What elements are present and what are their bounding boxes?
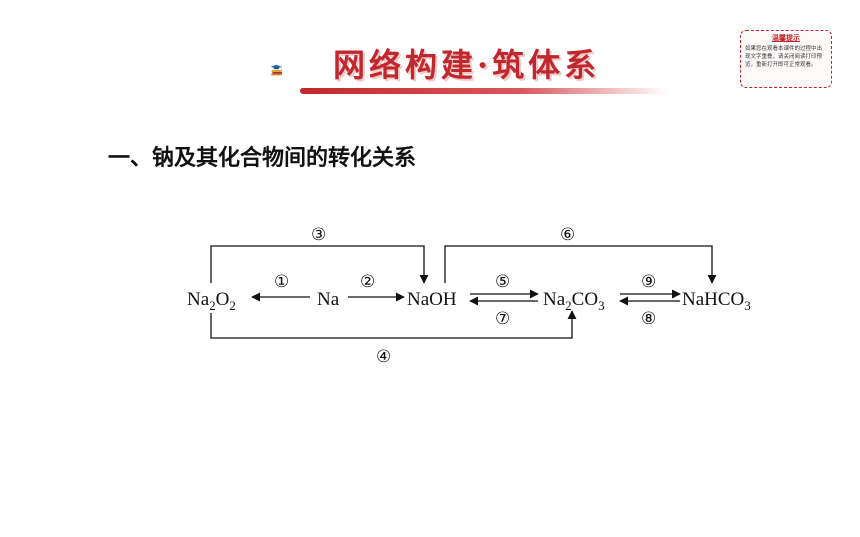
node-na2o2: Na2O2 bbox=[187, 289, 236, 313]
label-r3: ③ bbox=[311, 225, 326, 245]
label-r5: ⑤ bbox=[495, 272, 510, 292]
tip-body: 如果您在观看本课件的过程中出现文字重叠，请关闭阅读打印预览，重新打开即可正常观看… bbox=[745, 46, 823, 68]
tip-title: 温馨提示 bbox=[772, 34, 800, 42]
label-r4: ④ bbox=[376, 347, 391, 367]
tip-box: 温馨提示 如果您在观看本课件的过程中出现文字重叠，请关闭阅读打印预览，重新打开即… bbox=[740, 30, 832, 88]
section-heading: 一、钠及其化合物间的转化关系 bbox=[108, 146, 417, 171]
label-r6: ⑥ bbox=[560, 225, 575, 245]
banner-underline bbox=[300, 88, 668, 94]
label-r7: ⑦ bbox=[495, 309, 510, 329]
node-na: Na bbox=[317, 289, 340, 310]
label-r2: ② bbox=[360, 272, 375, 292]
label-r1: ① bbox=[274, 272, 289, 292]
arrow-r6 bbox=[444, 245, 717, 284]
label-r9: ⑨ bbox=[641, 272, 656, 292]
page-banner-title: 网络构建·筑体系 bbox=[333, 46, 601, 84]
node-na2co3: Na2CO3 bbox=[543, 289, 605, 313]
node-naoh: NaOH bbox=[407, 289, 457, 310]
node-nahco3: NaHCO3 bbox=[682, 289, 751, 313]
arrow-r3 bbox=[210, 245, 429, 284]
label-r8: ⑧ bbox=[641, 309, 656, 329]
arrow-r4 bbox=[210, 310, 577, 339]
banner-graduation-icon bbox=[270, 64, 283, 76]
